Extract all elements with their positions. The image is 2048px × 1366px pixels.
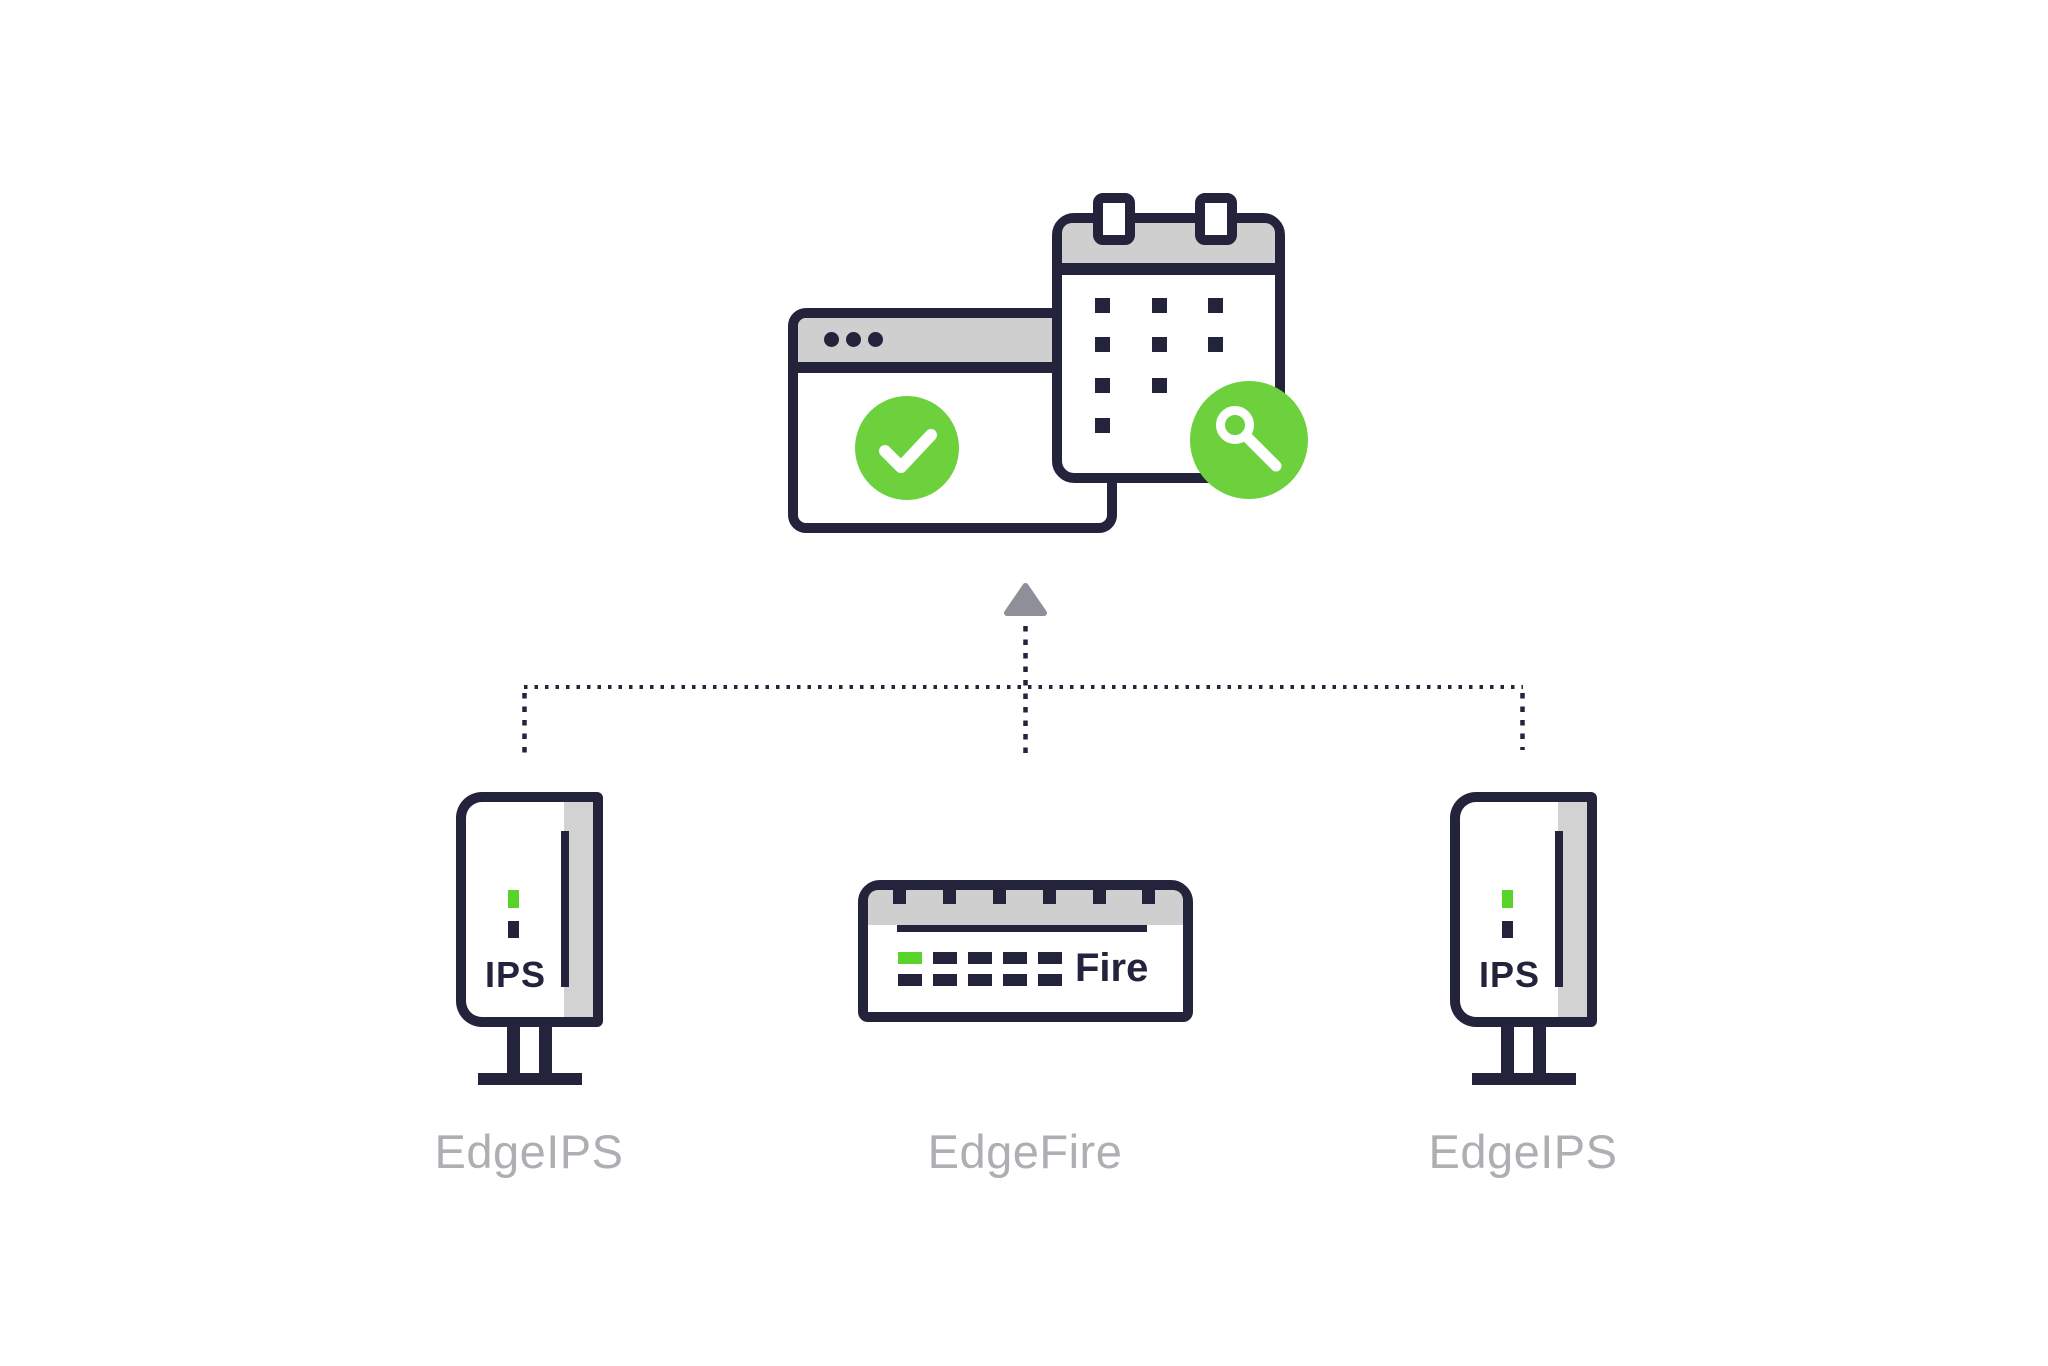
search-badge-icon <box>1190 381 1308 499</box>
check-icon <box>879 429 937 473</box>
stand-base <box>1472 1073 1576 1085</box>
vent-notch <box>1142 888 1155 904</box>
device-top-band <box>868 890 1183 925</box>
status-led-green-icon <box>898 952 922 964</box>
calendar-day-square <box>1152 298 1167 313</box>
status-led-dark-icon <box>508 921 519 938</box>
port-dash-icon <box>1038 974 1062 986</box>
search-icon <box>1216 406 1282 472</box>
device-edgeips-right: IPS <box>1450 792 1597 1085</box>
calendar-day-square <box>1208 298 1223 313</box>
calendar-ring-icon <box>1093 193 1135 245</box>
vent-notch <box>1093 888 1106 904</box>
window-dot-icon <box>868 332 883 347</box>
port-dash-icon <box>898 974 922 986</box>
status-led-green-icon <box>508 890 519 908</box>
device-panel-text: IPS <box>1478 954 1541 995</box>
vent-notch <box>1043 888 1056 904</box>
port-dash-icon <box>933 952 957 964</box>
device-label-edgeips-left: EdgeIPS <box>434 1125 624 1178</box>
stand-leg <box>507 1017 520 1075</box>
window-dot-icon <box>824 332 839 347</box>
port-dash-icon <box>1003 952 1027 964</box>
calendar-day-square <box>1095 298 1110 313</box>
check-badge-icon <box>855 396 959 500</box>
status-led-green-icon <box>1502 890 1513 908</box>
stand-leg <box>1533 1017 1546 1075</box>
port-dash-icon <box>933 974 957 986</box>
status-led-dark-icon <box>1502 921 1513 938</box>
device-divider <box>897 925 1147 932</box>
device-edgefire: Fire <box>858 880 1193 1022</box>
device-label-edgeips-right: EdgeIPS <box>1428 1125 1618 1178</box>
port-dash-icon <box>968 974 992 986</box>
calendar-day-square <box>1095 337 1110 352</box>
port-dash-icon <box>1003 974 1027 986</box>
calendar-ring-icon <box>1195 193 1237 245</box>
up-arrow-icon <box>1004 583 1047 616</box>
device-panel-text: Fire <box>1075 946 1149 990</box>
port-dash-icon <box>1038 952 1062 964</box>
vent-notch <box>943 888 956 904</box>
device-slot <box>1555 831 1563 987</box>
window-dot-icon <box>846 332 861 347</box>
stand-leg <box>1501 1017 1514 1075</box>
calendar-day-square <box>1152 337 1167 352</box>
device-slot <box>561 831 569 987</box>
calendar-day-square <box>1095 378 1110 393</box>
device-panel-text: IPS <box>484 954 547 995</box>
vent-notch <box>893 888 906 904</box>
port-dash-icon <box>968 952 992 964</box>
stand-base <box>478 1073 582 1085</box>
vent-notch <box>993 888 1006 904</box>
device-edgeips-left: IPS <box>456 792 603 1085</box>
calendar-day-square <box>1095 418 1110 433</box>
calendar-day-square <box>1152 378 1167 393</box>
stand-leg <box>539 1017 552 1075</box>
calendar-day-square <box>1208 337 1223 352</box>
device-label-edgefire: EdgeFire <box>927 1125 1123 1178</box>
